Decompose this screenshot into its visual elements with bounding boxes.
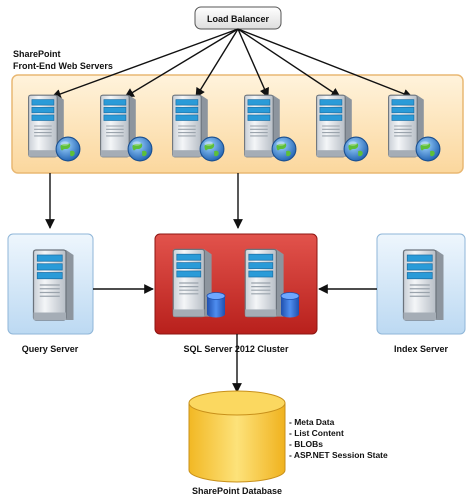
server-tower-icon <box>172 248 213 318</box>
load-balancer-label: Load Balancer <box>207 14 270 24</box>
database-cylinder-icon <box>206 292 226 318</box>
database-contents: - Meta Data - List Content - BLOBs - ASP… <box>289 417 388 460</box>
lb-arrow-4 <box>237 28 269 98</box>
server-tower-icon <box>402 249 445 321</box>
globe-icon <box>127 136 153 162</box>
frontend-title-line2: Front-End Web Servers <box>13 61 113 71</box>
lb-arrow-5 <box>237 28 341 98</box>
globe-icon <box>415 136 441 162</box>
lb-arrow-3 <box>195 28 239 98</box>
globe-icon <box>55 136 81 162</box>
sharepoint-database <box>188 390 286 483</box>
globe-icon <box>199 136 225 162</box>
query-server-label: Query Server <box>22 344 79 354</box>
database-content-item: - Meta Data <box>289 417 335 427</box>
database-content-item: - BLOBs <box>289 439 323 449</box>
lb-arrows <box>51 28 413 99</box>
database-content-item: - List Content <box>289 428 344 438</box>
globe-icon <box>343 136 369 162</box>
database-cylinder-icon <box>280 292 300 318</box>
server-tower-icon <box>244 248 285 318</box>
lb-arrow-2 <box>124 28 239 98</box>
server-tower-icon <box>32 249 75 321</box>
database-content-item: - ASP.NET Session State <box>289 450 388 460</box>
lb-arrow-6 <box>237 28 413 99</box>
sql-cluster-label: SQL Server 2012 Cluster <box>184 344 289 354</box>
database-label: SharePoint Database <box>192 486 282 496</box>
index-server-label: Index Server <box>394 344 449 354</box>
frontend-title-line1: SharePoint <box>13 49 61 59</box>
lb-arrow-1 <box>51 28 239 99</box>
globe-icon <box>271 136 297 162</box>
